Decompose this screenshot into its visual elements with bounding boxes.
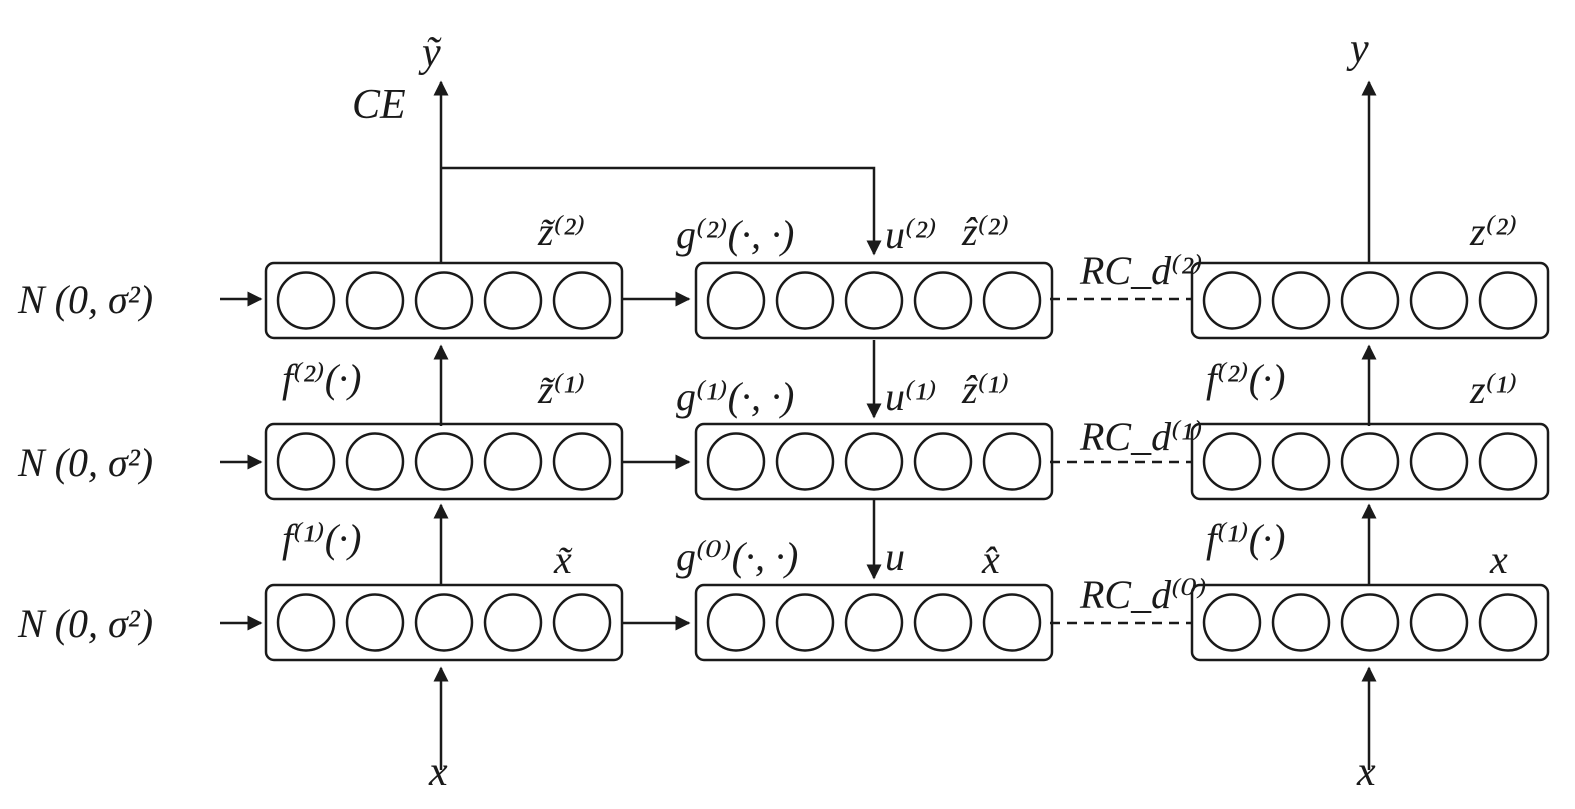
reconstructed-x-label: x̂ bbox=[981, 537, 1000, 582]
decoder-layer-2-neuron-2 bbox=[844, 271, 904, 330]
clean-layer-0-neuron-0 bbox=[1202, 593, 1262, 652]
corrupted-layer-0-neuron-2 bbox=[414, 593, 474, 652]
input-x-left: x bbox=[428, 749, 448, 795]
top-down-u1-label: u⁽¹⁾ bbox=[885, 374, 937, 419]
clean-layer-0-neuron-4 bbox=[1478, 593, 1538, 652]
decoder-layer-1-neuron-1 bbox=[775, 432, 835, 491]
reconstruction-cost-0: RC_d⁽⁰⁾ bbox=[1079, 572, 1207, 617]
arrow-top-down-u2 bbox=[441, 166, 882, 256]
encoder-f2-label-left: f⁽²⁾(·) bbox=[282, 356, 361, 401]
decoder-layer-1-neuron-2 bbox=[844, 432, 904, 491]
noise-label-layer1: N (0, σ²) bbox=[17, 440, 153, 485]
decoder-layer-0-neuron-1 bbox=[775, 593, 835, 652]
decoder-layer-0-neuron-4 bbox=[982, 593, 1042, 652]
clean-layer-2-neuron-3 bbox=[1409, 271, 1469, 330]
clean-layer-2-neuron-0 bbox=[1202, 271, 1262, 330]
decoder-layer-0-neuron-0 bbox=[706, 593, 766, 652]
labels: N (0, σ²) N (0, σ²) N (0, σ²) x x ỹ y CE… bbox=[17, 26, 1517, 795]
corrupted-layer-1-neuron-1 bbox=[345, 432, 405, 491]
input-x-right: x bbox=[1356, 749, 1376, 795]
corrupted-layer-0-neuron-1 bbox=[345, 593, 405, 652]
corrupted-layer-2-neuron-2 bbox=[414, 271, 474, 330]
decoder-layer-2-neuron-4 bbox=[982, 271, 1042, 330]
top-down-u0-label: u bbox=[885, 534, 905, 579]
clean-z2-label: z⁽²⁾ bbox=[1469, 209, 1517, 254]
corrupted-layer-1-neuron-3 bbox=[483, 432, 543, 491]
corrupted-layer-0-neuron-0 bbox=[276, 593, 336, 652]
reconstruction-cost-2: RC_d⁽²⁾ bbox=[1079, 248, 1203, 293]
encoder-f2-label-right: f⁽²⁾(·) bbox=[1206, 356, 1285, 401]
clean-x-label: x bbox=[1489, 537, 1508, 582]
clean-layer-2-neuron-4 bbox=[1478, 271, 1538, 330]
decoder-layer-2-neuron-1 bbox=[775, 271, 835, 330]
corrupted-layer-2-neuron-0 bbox=[276, 271, 336, 330]
reconstruction-cost-1: RC_d⁽¹⁾ bbox=[1079, 414, 1203, 459]
ce-loss-label: CE bbox=[352, 82, 406, 128]
decoder-layer-0-neuron-2 bbox=[844, 593, 904, 652]
encoder-f1-label-right: f⁽¹⁾(·) bbox=[1206, 516, 1285, 561]
reconstructed-z1-label: ẑ⁽¹⁾ bbox=[961, 367, 1009, 412]
corrupted-layer-2-neuron-4 bbox=[552, 271, 612, 330]
decoder-layer-1-neuron-3 bbox=[913, 432, 973, 491]
corrupted-layer-0-neuron-4 bbox=[552, 593, 612, 652]
clean-layer-1-neuron-1 bbox=[1271, 432, 1331, 491]
clean-output-label: y bbox=[1346, 26, 1369, 72]
clean-layer-2-neuron-1 bbox=[1271, 271, 1331, 330]
noisy-output-label: ỹ bbox=[418, 30, 442, 76]
top-down-u2-label: u⁽²⁾ bbox=[885, 212, 937, 257]
decoder-g2-label: g⁽²⁾(·, ·) bbox=[676, 212, 794, 257]
decoder-layer-2-neuron-3 bbox=[913, 271, 973, 330]
corrupted-layer-0-neuron-3 bbox=[483, 593, 543, 652]
corrupted-layer-2-neuron-1 bbox=[345, 271, 405, 330]
corrupted-layer-1-neuron-2 bbox=[414, 432, 474, 491]
layer-boxes bbox=[264, 261, 1550, 662]
corrupted-layer-2-neuron-3 bbox=[483, 271, 543, 330]
clean-layer-0-neuron-3 bbox=[1409, 593, 1469, 652]
clean-layer-0-neuron-2 bbox=[1340, 593, 1400, 652]
decoder-g1-label: g⁽¹⁾(·, ·) bbox=[676, 374, 794, 419]
clean-layer-2-neuron-2 bbox=[1340, 271, 1400, 330]
noise-label-layer2: N (0, σ²) bbox=[17, 277, 153, 322]
decoder-layer-1-neuron-0 bbox=[706, 432, 766, 491]
clean-z1-label: z⁽¹⁾ bbox=[1469, 367, 1517, 412]
decoder-layer-0-neuron-3 bbox=[913, 593, 973, 652]
decoder-layer-1-neuron-4 bbox=[982, 432, 1042, 491]
decoder-layer-2-neuron-0 bbox=[706, 271, 766, 330]
reconstructed-z2-label: ẑ⁽²⁾ bbox=[961, 209, 1009, 254]
decoder-g0-label: g⁽⁰⁾(·, ·) bbox=[676, 534, 798, 579]
corrupted-x-label: x̃ bbox=[553, 537, 573, 582]
noise-label-layer0: N (0, σ²) bbox=[17, 601, 153, 646]
corrupted-z1-label: z̃⁽¹⁾ bbox=[537, 367, 585, 412]
clean-layer-0-neuron-1 bbox=[1271, 593, 1331, 652]
clean-layer-1-neuron-3 bbox=[1409, 432, 1469, 491]
connections bbox=[220, 80, 1377, 770]
clean-layer-1-neuron-2 bbox=[1340, 432, 1400, 491]
corrupted-layer-1-neuron-4 bbox=[552, 432, 612, 491]
corrupted-layer-1-neuron-0 bbox=[276, 432, 336, 491]
corrupted-z2-label: z̃⁽²⁾ bbox=[537, 209, 585, 254]
clean-layer-1-neuron-0 bbox=[1202, 432, 1262, 491]
clean-layer-1-neuron-4 bbox=[1478, 432, 1538, 491]
encoder-f1-label-left: f⁽¹⁾(·) bbox=[282, 516, 361, 561]
